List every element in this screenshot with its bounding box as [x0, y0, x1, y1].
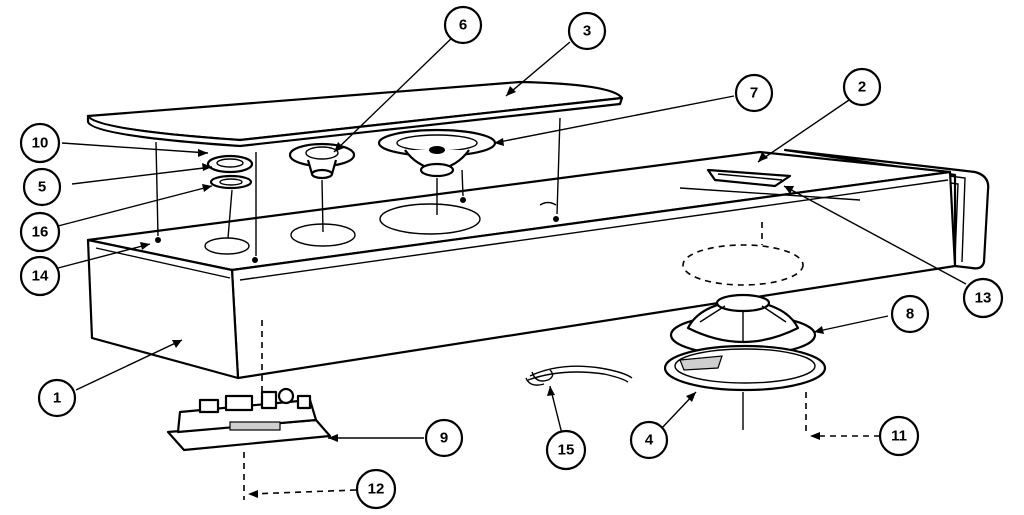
callout-9: 9 — [424, 418, 464, 458]
callout-label: 3 — [583, 23, 591, 40]
midrange-speaker — [377, 128, 497, 178]
assembly-guide-lines — [155, 117, 807, 500]
callout-label: 9 — [440, 430, 448, 447]
callout-label: 2 — [858, 79, 866, 96]
callout-10: 10 — [19, 122, 61, 164]
callout-label: 11 — [891, 428, 907, 445]
callout-8: 8 — [890, 294, 930, 334]
callout-label: 10 — [32, 135, 49, 152]
callout-label: 12 — [368, 481, 385, 498]
callout-label: 4 — [645, 432, 654, 449]
callout-4: 4 — [629, 420, 669, 460]
callout-16: 16 — [19, 211, 61, 253]
callout-label: 5 — [38, 179, 46, 196]
callout-14: 14 — [19, 255, 61, 297]
tweeter — [288, 142, 356, 180]
circuit-board — [166, 387, 332, 452]
grille-ring — [663, 344, 827, 392]
callout-label: 15 — [558, 442, 575, 459]
callout-label: 16 — [32, 224, 49, 241]
leader-lines — [57, 33, 967, 498]
callout-6: 6 — [443, 5, 483, 45]
callout-5: 5 — [22, 167, 62, 207]
callout-label: 1 — [53, 390, 61, 407]
callout-1: 1 — [37, 378, 77, 418]
callout-13: 13 — [962, 277, 1004, 319]
callout-label: 13 — [975, 290, 992, 307]
callout-2: 2 — [842, 67, 882, 107]
screw-dots — [155, 197, 559, 263]
top-cover-panel — [86, 80, 624, 148]
callout-label: 8 — [906, 306, 914, 323]
callout-7: 7 — [734, 73, 774, 113]
callout-15: 15 — [545, 429, 587, 471]
ring-parts — [206, 154, 254, 190]
callout-label: 14 — [32, 268, 49, 285]
slot-plate — [706, 168, 792, 188]
wire-harness — [525, 365, 633, 386]
callout-label: 6 — [459, 17, 467, 34]
callout-12: 12 — [355, 468, 397, 510]
cabinet-holes — [204, 203, 804, 286]
callout-11: 11 — [878, 415, 920, 457]
callout-3: 3 — [567, 11, 607, 51]
woofer — [669, 293, 817, 357]
callout-label: 7 — [750, 85, 758, 102]
